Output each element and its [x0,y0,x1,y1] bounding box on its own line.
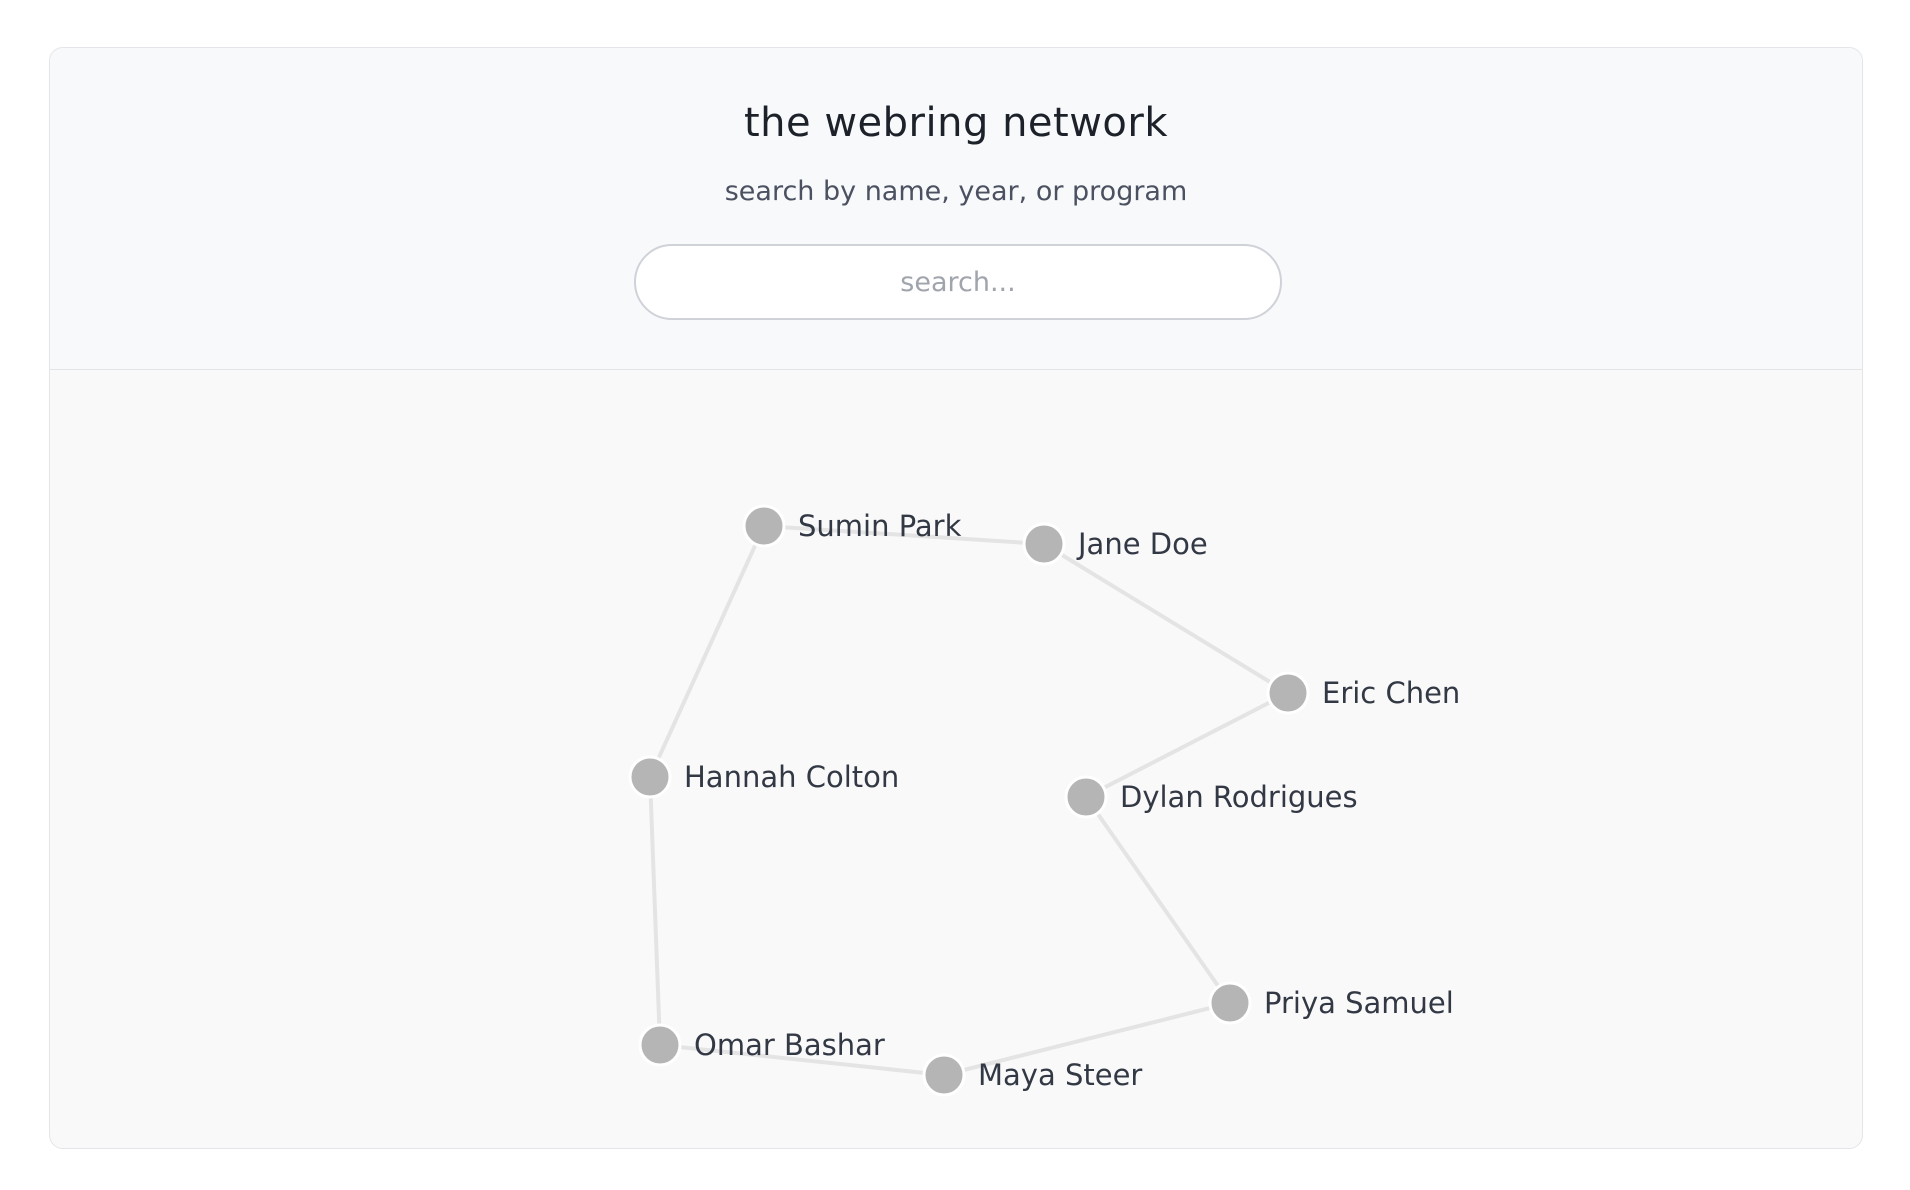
header: the webring network search by name, year… [50,48,1862,370]
edge-priya-maya [943,1001,1231,1077]
node-label: Maya Steer [978,1058,1142,1092]
node-dot[interactable] [628,755,672,799]
node-label: Omar Bashar [694,1028,885,1062]
node-omar[interactable]: Omar Bashar [638,1023,885,1067]
node-label: Dylan Rodrigues [1120,780,1358,814]
node-jane[interactable]: Jane Doe [1022,522,1208,566]
edge-omar-hannah [648,776,662,1046]
node-sumin[interactable]: Sumin Park [742,504,962,548]
node-dot[interactable] [1022,522,1066,566]
edge-hannah-sumin [648,525,766,778]
node-dot[interactable] [1266,671,1310,715]
node-label: Sumin Park [798,509,962,543]
node-label: Eric Chen [1322,676,1460,710]
edge-maya-omar [659,1043,945,1077]
node-maya[interactable]: Maya Steer [922,1053,1142,1097]
node-dot[interactable] [1208,981,1252,1025]
node-priya[interactable]: Priya Samuel [1208,981,1454,1025]
node-dylan[interactable]: Dylan Rodrigues [1064,775,1358,819]
page-subtitle: search by name, year, or program [724,176,1188,207]
edge-sumin-jane [763,524,1045,546]
node-dot[interactable] [742,504,786,548]
node-dot[interactable] [638,1023,682,1067]
edge-jane-eric [1042,542,1290,695]
webring-card: the webring network search by name, year… [49,47,1863,1149]
node-dot[interactable] [922,1053,966,1097]
edges [648,524,1290,1077]
edge-eric-dylan [1085,691,1289,799]
node-label: Jane Doe [1076,527,1208,561]
search-input[interactable] [634,244,1282,320]
node-dot[interactable] [1064,775,1108,819]
node-label: Hannah Colton [684,760,899,794]
node-label: Priya Samuel [1264,986,1454,1020]
node-eric[interactable]: Eric Chen [1266,671,1460,715]
node-hannah[interactable]: Hannah Colton [628,755,899,799]
page-title: the webring network [743,100,1169,146]
edge-dylan-priya [1084,795,1232,1005]
